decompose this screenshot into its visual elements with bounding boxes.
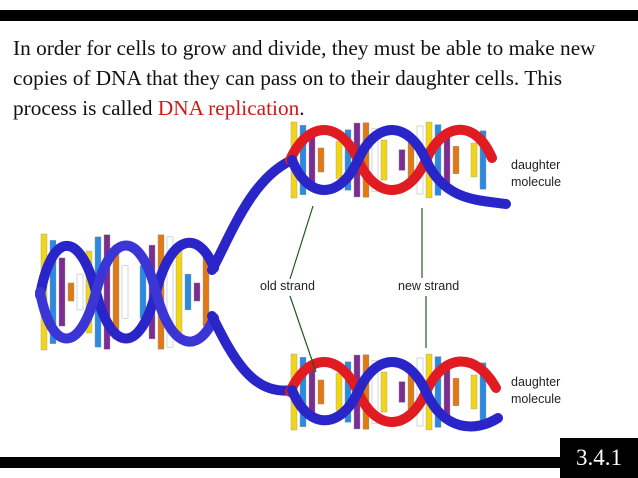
base-pair xyxy=(380,139,388,181)
base-pair xyxy=(335,373,343,411)
base-pair xyxy=(299,357,307,427)
base-pair xyxy=(184,273,192,311)
pointer-lines xyxy=(289,205,427,373)
base-pair xyxy=(166,236,174,348)
parent-helix xyxy=(35,237,219,347)
base-pair xyxy=(470,374,478,410)
base-pair xyxy=(443,364,451,420)
base-pair xyxy=(398,149,406,171)
base-pair xyxy=(452,146,460,174)
label-old-strand: old strand xyxy=(260,279,315,293)
label-new-strand: new strand xyxy=(398,279,459,293)
base-pair xyxy=(371,360,379,424)
base-pair xyxy=(299,125,307,195)
intro-text-end: . xyxy=(299,96,305,120)
top-daughter-helix xyxy=(285,124,511,209)
slide-number: 3.4.1 xyxy=(560,438,638,478)
top-bar xyxy=(0,10,638,21)
base-pair xyxy=(434,124,442,196)
base-pair xyxy=(380,371,388,413)
label-daughter-top-1: daughter xyxy=(511,158,560,172)
label-daughter-top-2: molecule xyxy=(511,175,561,189)
intro-text-main: In order for cells to grow and divide, t… xyxy=(13,36,596,120)
base-pair xyxy=(317,147,325,173)
base-pair xyxy=(49,240,57,344)
base-pair xyxy=(175,250,183,334)
base-pair xyxy=(362,122,370,198)
fork-strands xyxy=(207,155,297,396)
base-pair xyxy=(434,356,442,428)
bottom-daughter-helix xyxy=(285,356,503,432)
base-pair xyxy=(362,354,370,430)
base-pair xyxy=(308,134,316,186)
bottom-bar xyxy=(0,457,638,468)
base-pair xyxy=(344,129,352,191)
label-daughter-bottom-2: molecule xyxy=(511,392,561,406)
base-pair xyxy=(76,273,84,311)
base-pair xyxy=(335,141,343,179)
intro-highlight: DNA replication xyxy=(157,96,300,120)
label-daughter-bottom-1: daughter xyxy=(511,375,560,389)
base-pair xyxy=(121,265,129,319)
base-pair xyxy=(103,234,111,350)
base-pair xyxy=(58,257,66,327)
base-pair xyxy=(470,142,478,178)
base-pair xyxy=(317,379,325,405)
base-pair xyxy=(398,381,406,403)
base-pair xyxy=(344,361,352,423)
base-pair xyxy=(371,128,379,192)
base-pair xyxy=(479,130,487,190)
intro-text: In order for cells to grow and divide, t… xyxy=(13,33,623,123)
base-pair xyxy=(193,282,201,302)
base-pair xyxy=(452,378,460,406)
base-pair xyxy=(67,282,75,302)
